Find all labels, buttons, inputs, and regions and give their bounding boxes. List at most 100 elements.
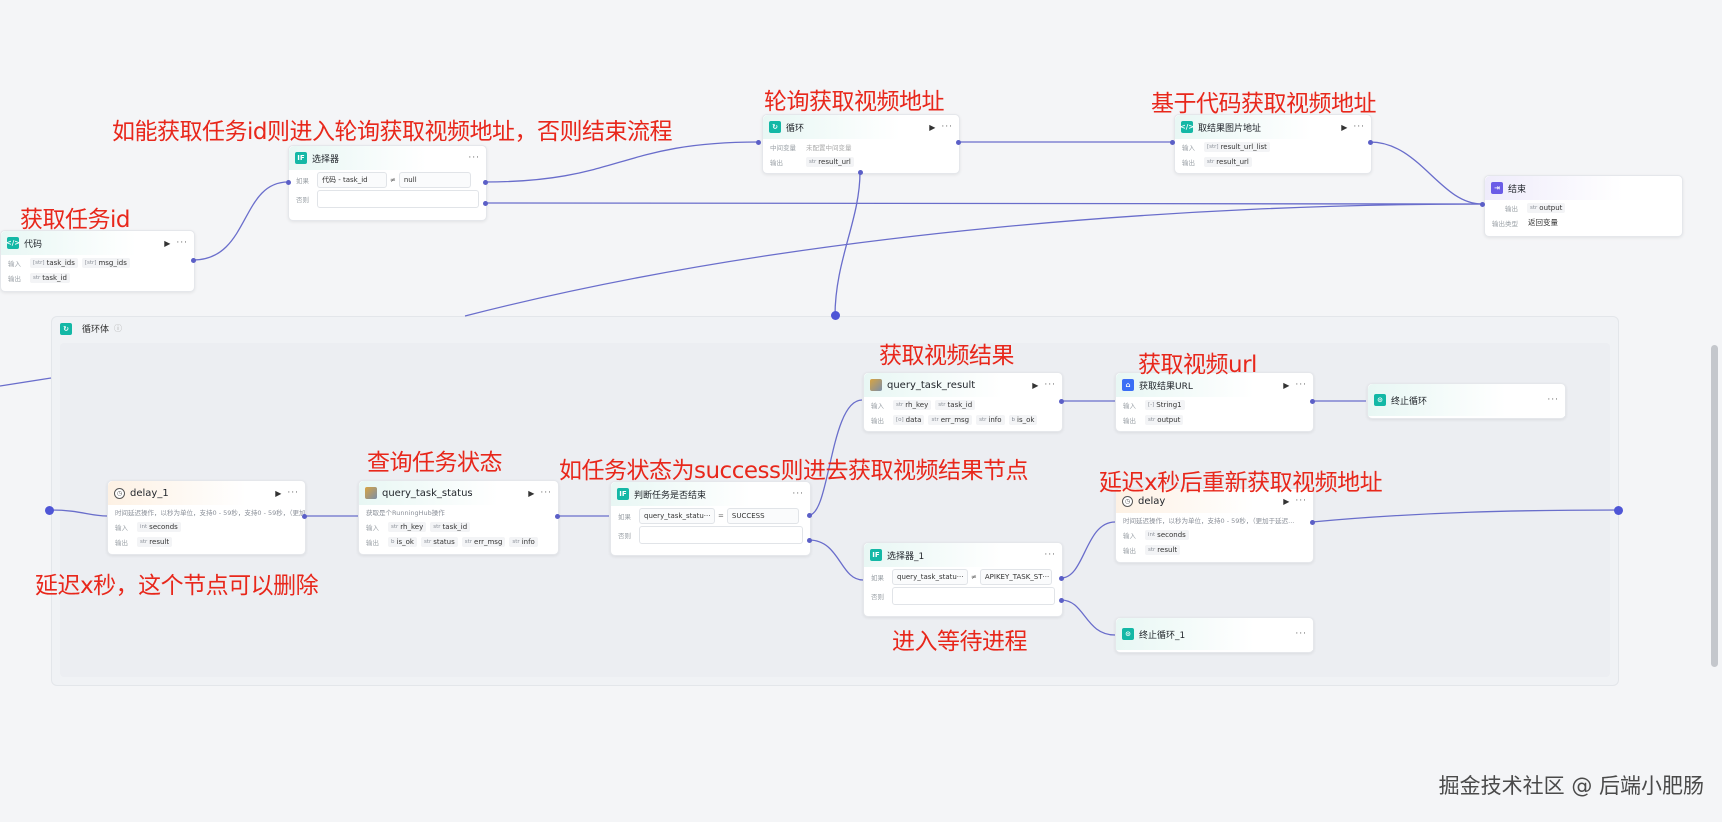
- node-stop-loop-1[interactable]: ⊙ 终止循环_1 ···: [1115, 617, 1314, 653]
- vertical-scrollbar[interactable]: [1711, 345, 1718, 667]
- run-icon[interactable]: ▶: [929, 122, 936, 132]
- input-port[interactable]: [286, 180, 291, 185]
- more-icon[interactable]: ···: [941, 122, 953, 132]
- output-port[interactable]: [302, 514, 307, 519]
- output-port[interactable]: [807, 513, 812, 518]
- output-port[interactable]: [956, 140, 961, 145]
- annotation-poll: 轮询获取视频地址: [764, 89, 945, 115]
- more-icon[interactable]: ···: [287, 488, 299, 498]
- output-type-value[interactable]: 返回变量: [1528, 218, 1558, 227]
- var-chip: [o]data: [893, 414, 925, 425]
- mid-var-label: 中间变量: [770, 143, 796, 152]
- more-icon[interactable]: ···: [176, 238, 188, 248]
- node-selector-1[interactable]: IF 选择器_1 ··· 如果 query_task_statu··· ≠ AP…: [863, 542, 1063, 617]
- output-port[interactable]: [1059, 399, 1064, 404]
- condition-left[interactable]: query_task_statu···: [639, 508, 715, 524]
- run-icon[interactable]: ▶: [1032, 380, 1039, 390]
- input-label: 输入: [1182, 143, 1195, 152]
- loop-icon: ↻: [769, 121, 781, 133]
- condition-right[interactable]: APIKEY_TASK_ST···: [979, 569, 1052, 585]
- more-icon[interactable]: ···: [1295, 380, 1307, 390]
- more-icon[interactable]: ···: [468, 153, 480, 163]
- input-port[interactable]: [756, 140, 761, 145]
- more-icon[interactable]: ···: [1295, 629, 1307, 639]
- output-port[interactable]: [555, 514, 560, 519]
- node-title: 取结果图片地址: [1198, 123, 1262, 134]
- input-port[interactable]: [1170, 140, 1175, 145]
- more-icon[interactable]: ···: [1547, 395, 1559, 405]
- run-icon[interactable]: ▶: [275, 488, 282, 498]
- node-title: 代码: [24, 239, 43, 250]
- loop-body-input-handle[interactable]: [45, 506, 54, 515]
- node-selector[interactable]: IF 选择器 ··· 如果 代码 - task_id ≠ null 否则: [288, 145, 487, 221]
- condition-left[interactable]: 代码 - task_id: [317, 172, 387, 188]
- run-icon[interactable]: ▶: [1341, 122, 1348, 132]
- output-port[interactable]: [1059, 598, 1064, 603]
- output-port[interactable]: [483, 180, 488, 185]
- plugin-icon: ⌂: [1122, 379, 1134, 391]
- more-icon[interactable]: ···: [1044, 380, 1056, 390]
- code-icon: </>: [5, 237, 21, 249]
- node-title: 终止循环_1: [1139, 630, 1186, 641]
- annotation-get-url: 获取视频url: [1138, 352, 1257, 378]
- more-icon[interactable]: ···: [540, 488, 552, 498]
- else-branch[interactable]: [892, 587, 1055, 605]
- else-label: 否则: [871, 593, 884, 601]
- run-icon[interactable]: ▶: [164, 238, 171, 248]
- condition-operator[interactable]: ≠: [390, 176, 396, 184]
- more-icon[interactable]: ···: [1353, 122, 1365, 132]
- else-branch[interactable]: [317, 190, 479, 208]
- node-title: 选择器_1: [887, 551, 925, 562]
- node-judge[interactable]: IF 判断任务是否结束 ··· 如果 query_task_statu··· =…: [610, 481, 811, 556]
- condition-operator[interactable]: =: [718, 512, 724, 520]
- node-code[interactable]: </> 代码 ▶ ··· 输入 [str]task_ids [str]msg_i…: [0, 230, 195, 292]
- run-icon[interactable]: ▶: [1283, 496, 1290, 506]
- node-query-task-status[interactable]: query_task_status ▶ ··· 获取是个RunningHub操作…: [358, 480, 559, 555]
- condition-right[interactable]: null: [398, 172, 471, 188]
- run-icon[interactable]: ▶: [1283, 380, 1290, 390]
- node-delay-1[interactable]: ◷ delay_1 ▶ ··· 时间延迟操作，以秒为单位，支持0 - 59秒，支…: [107, 480, 306, 555]
- output-port[interactable]: [858, 170, 863, 175]
- more-icon[interactable]: ···: [792, 489, 804, 499]
- output-port[interactable]: [483, 201, 488, 206]
- output-label: 输出: [871, 416, 884, 425]
- loop-start-handle[interactable]: [831, 311, 840, 320]
- condition-left[interactable]: query_task_statu···: [892, 569, 968, 585]
- output-port[interactable]: [191, 258, 196, 263]
- var-name: rh_key: [400, 522, 424, 531]
- run-icon[interactable]: ▶: [528, 488, 535, 498]
- var-name: task_id: [947, 400, 973, 409]
- output-port[interactable]: [1368, 140, 1373, 145]
- condition-right[interactable]: SUCCESS: [726, 508, 799, 524]
- condition-operator[interactable]: ≠: [971, 573, 977, 581]
- node-get-image-url[interactable]: </> 取结果图片地址 ▶ ··· 输入 [str]result_url_lis…: [1174, 114, 1372, 174]
- node-description: 获取是个RunningHub操作: [366, 509, 445, 517]
- input-label: 输入: [115, 523, 128, 532]
- else-branch[interactable]: [639, 526, 803, 544]
- stop-icon: ⊙: [1374, 394, 1386, 406]
- output-port[interactable]: [807, 538, 812, 543]
- var-chip: [str]task_ids: [30, 257, 78, 268]
- input-port[interactable]: [1480, 202, 1485, 207]
- loop-body-output-handle[interactable]: [1614, 506, 1623, 515]
- more-icon[interactable]: ···: [1295, 496, 1307, 506]
- node-stop-loop[interactable]: ⊙ 终止循环 ···: [1367, 383, 1566, 419]
- annotation-get-result: 获取视频结果: [879, 343, 1015, 369]
- more-icon[interactable]: ···: [1044, 550, 1056, 560]
- output-port[interactable]: [1059, 576, 1064, 581]
- output-label: 输出: [1182, 158, 1195, 167]
- node-delay[interactable]: ◷ delay ▶ ··· 时间延迟操作，以秒为单位，支持0 - 59秒，（更加…: [1115, 488, 1314, 563]
- var-name: result_url: [1216, 157, 1249, 166]
- output-port[interactable]: [1310, 520, 1315, 525]
- output-port[interactable]: [1310, 399, 1315, 404]
